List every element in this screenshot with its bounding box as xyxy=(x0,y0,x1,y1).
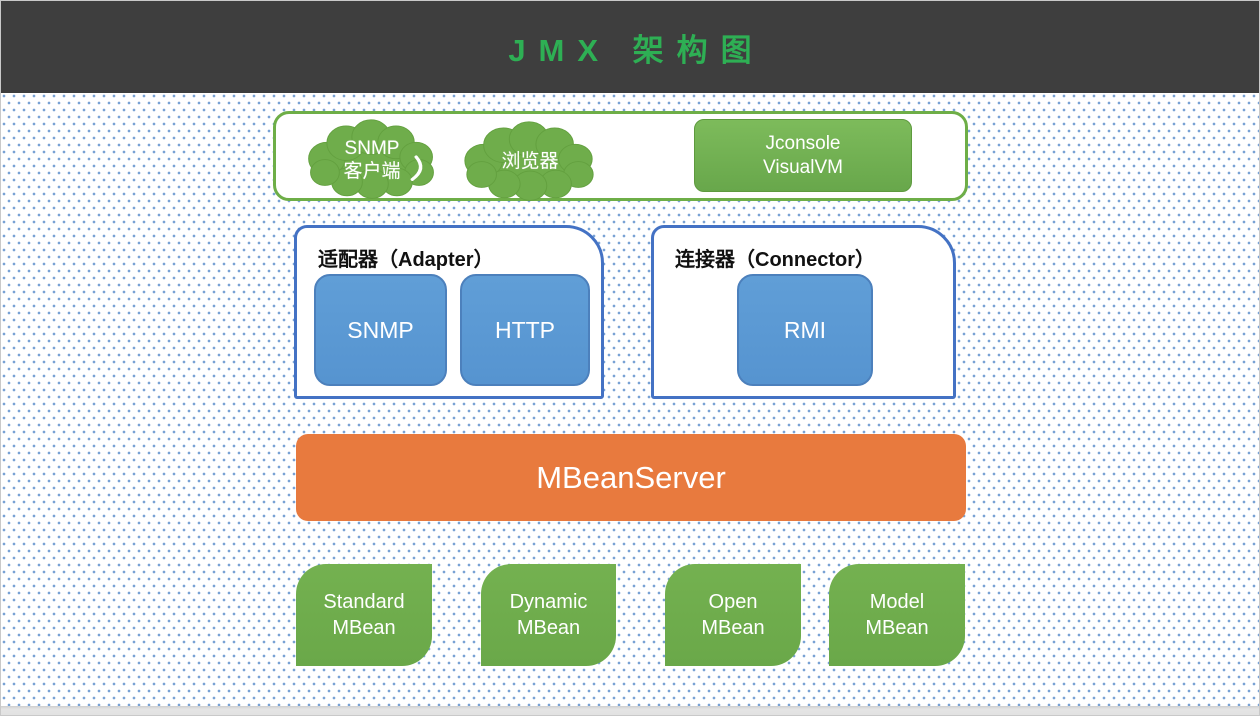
cloud-browser-line1: 浏览器 xyxy=(501,151,559,173)
cloud-browser-label: 浏览器 xyxy=(456,121,604,203)
standard-mbean-line2: MBean xyxy=(332,617,396,639)
console-line1: Jconsole xyxy=(765,132,841,154)
dynamic-mbean-line2: MBean xyxy=(516,617,581,639)
cloud-snmp-line2: 客户端 xyxy=(343,161,401,182)
bottom-strip xyxy=(1,706,1259,715)
jconsole-visualvm-box: Jconsole VisualVM xyxy=(694,119,912,192)
snmp-adapter-label: SNMP xyxy=(347,316,414,343)
model-mbean-line2: MBean xyxy=(865,617,929,639)
page-title: JMX 架构图 xyxy=(508,32,765,68)
cloud-icon xyxy=(464,121,594,201)
diagram-canvas: SNMP 客户端 xyxy=(1,93,1259,715)
cloud-browser: 浏览器 xyxy=(456,121,604,203)
adapter-panel: 适配器（Adapter） SNMP HTTP xyxy=(294,225,604,399)
dynamic-mbean-box: Dynamic MBean xyxy=(481,564,616,666)
mbeanserver-box: MBeanServer xyxy=(296,434,966,521)
cloud-snmp-client-label: SNMP 客户端 xyxy=(300,119,444,201)
rmi-connector-label: RMI xyxy=(783,316,827,343)
standard-mbean-box: Standard MBean xyxy=(296,564,432,666)
console-line2: VisualVM xyxy=(763,156,843,178)
connector-panel: 连接器（Connector） RMI xyxy=(651,225,956,399)
open-mbean-box: Open MBean xyxy=(665,564,801,666)
adapter-panel-title: 适配器（Adapter） xyxy=(318,249,494,271)
model-mbean-box: Model MBean xyxy=(829,564,965,666)
cloud-snmp-line1: SNMP xyxy=(344,137,400,159)
dynamic-mbean-line1: Dynamic xyxy=(509,591,588,613)
open-mbean-line2: MBean xyxy=(701,617,765,639)
http-adapter-label: HTTP xyxy=(494,316,556,343)
http-adapter-box: HTTP xyxy=(460,274,590,386)
snmp-adapter-box: SNMP xyxy=(314,274,447,386)
clients-panel: SNMP 客户端 xyxy=(273,111,968,201)
model-mbean-line1: Model xyxy=(869,591,925,613)
rmi-connector-box: RMI xyxy=(737,274,873,386)
connector-panel-title: 连接器（Connector） xyxy=(675,249,875,271)
open-mbean-line1: Open xyxy=(708,591,758,613)
cloud-icon xyxy=(308,119,434,199)
cloud-snmp-client: SNMP 客户端 xyxy=(300,119,444,201)
title-bar: JMX 架构图 xyxy=(1,1,1259,93)
standard-mbean-line1: Standard xyxy=(323,591,405,613)
